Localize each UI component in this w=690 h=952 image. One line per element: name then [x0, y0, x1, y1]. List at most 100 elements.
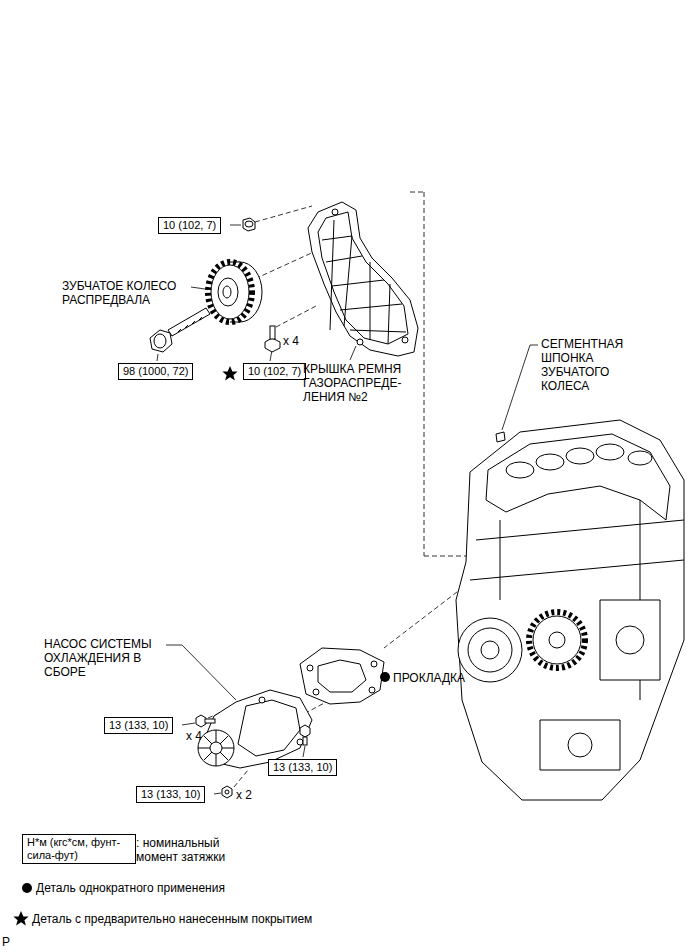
quantity: x 4: [283, 334, 299, 348]
gasket: [371, 661, 377, 667]
assembly-line: [234, 770, 248, 787]
legend-box: Н*м (кгс*см, фунт-сила-фут): [22, 834, 136, 864]
leader-line: [303, 746, 305, 757]
bolt: [150, 330, 172, 352]
assembly-line: [276, 305, 318, 327]
key: [496, 432, 505, 442]
engine-assembly: [468, 628, 512, 672]
assembly-line: [410, 192, 424, 193]
nut: [222, 786, 232, 798]
water-pump: [259, 697, 265, 703]
part-name: ПРОКЛАДКА: [393, 671, 465, 685]
torque-box: 10 (102, 7): [158, 217, 221, 234]
bolt: [265, 326, 280, 352]
camshaft-gear: [208, 262, 262, 322]
engine-assembly: [566, 448, 594, 464]
precoated-star: [222, 366, 237, 381]
engine-assembly: [456, 420, 684, 800]
box-text: 10 (102, 7): [248, 365, 301, 378]
assembly-line: [255, 206, 312, 222]
box-text: 10 (102, 7): [163, 219, 216, 232]
nut: [222, 786, 232, 798]
engine-assembly: [568, 733, 592, 757]
timing-belt-cover: [318, 212, 408, 344]
box-text: 13 (133, 10): [273, 761, 332, 774]
engine-assembly: [456, 420, 684, 800]
camshaft-gear: [208, 262, 252, 322]
engine-assembly: [536, 454, 564, 470]
key: [496, 432, 505, 442]
bolt: [205, 719, 215, 723]
bolt: [265, 338, 280, 352]
gasket: [318, 660, 366, 692]
timing-belt-cover: [332, 209, 338, 215]
engine-assembly: [549, 632, 565, 648]
water-pump: [198, 730, 234, 766]
part-name: НАСОС СИСТЕМЫ ОХЛАЖДЕНИЯ В СБОРЕ: [44, 637, 174, 679]
engine-assembly: [616, 626, 644, 654]
box-text: 13 (133, 10): [141, 788, 200, 801]
camshaft-gear: [211, 265, 249, 319]
exploded-illustration: [13, 192, 684, 926]
gasket: [369, 687, 375, 693]
gasket: [313, 689, 319, 695]
leader-line: [166, 645, 182, 646]
nut: [225, 790, 229, 794]
non-reusable-dot: [380, 672, 390, 682]
camshaft-gear: [218, 278, 238, 306]
engine-assembly: [486, 434, 670, 520]
nut: [243, 218, 255, 231]
engine-assembly: [529, 612, 585, 668]
legend-note: : номинальный момент затяжки: [136, 836, 256, 864]
timing-belt-cover: [308, 202, 418, 356]
quantity: x 2: [236, 788, 252, 802]
torque-box: 13 (133, 10): [104, 717, 173, 734]
bolt: [270, 326, 275, 339]
bolt: [154, 334, 166, 348]
leader-line: [350, 346, 356, 360]
assembly-line: [200, 192, 470, 787]
bolt: [178, 317, 202, 332]
part-name: СЕГМЕНТНАЯ ШПОНКА ЗУБЧАТОГО КОЛЕСА: [541, 337, 641, 393]
water-pump: [198, 690, 312, 768]
legend-text: Деталь с предварительно нанесенным покры…: [32, 912, 312, 926]
assembly-line: [424, 192, 425, 556]
box-text: 98 (1000, 72): [123, 365, 188, 378]
leader-line: [230, 225, 241, 226]
timing-belt-cover: [308, 202, 418, 356]
leader-line: [530, 345, 538, 346]
leader-line: [502, 345, 530, 430]
camshaft-gear: [230, 262, 240, 263]
timing-belt-cover: [357, 339, 363, 345]
bolt: [300, 725, 310, 737]
camshaft-gear: [223, 286, 231, 298]
gasket: [300, 648, 384, 704]
bolt: [196, 715, 310, 745]
legend-text: Деталь однократного применения: [36, 881, 225, 895]
engine-assembly: [481, 641, 499, 659]
leader-line: [182, 723, 195, 725]
bolt: [303, 737, 307, 745]
timing-belt-cover: [322, 236, 406, 332]
leader-line: [157, 354, 158, 361]
leader-line: [182, 645, 236, 700]
part-name: КРЫШКА РЕМНЯ ГАЗОРАСПРЕДЕ- ЛЕНИЯ №2: [303, 362, 419, 404]
water-pump: [238, 700, 300, 756]
gasket: [307, 665, 313, 671]
camshaft-gear: [230, 322, 240, 323]
engine-assembly: [533, 616, 581, 664]
assembly-line: [424, 556, 470, 557]
engine-assembly: [506, 462, 534, 478]
quantity: x 4: [186, 729, 202, 743]
bolt: [168, 308, 210, 336]
water-pump: [198, 730, 234, 766]
precoated-star: [13, 911, 28, 926]
bolt: [150, 308, 210, 352]
engine-assembly: [540, 600, 660, 770]
nut: [243, 218, 255, 231]
engine-assembly: [628, 451, 652, 465]
non-reusable-dot: [22, 883, 32, 893]
